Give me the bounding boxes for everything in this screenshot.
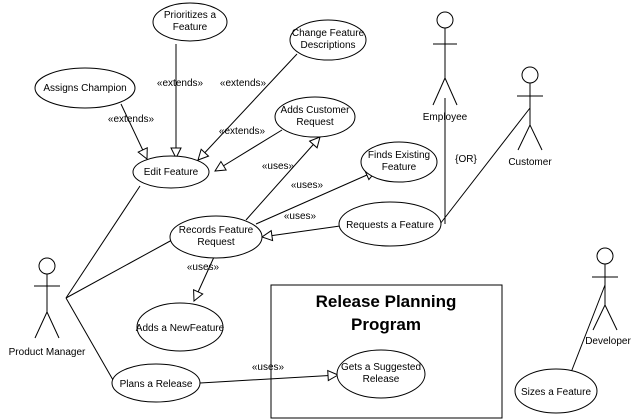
use-case-records-feature-request[interactable]: Records Feature Request [169,215,263,259]
svg-text:Descriptions: Descriptions [300,40,355,51]
dep-records-finds [255,171,376,225]
dependencies [120,44,376,384]
svg-text:Feature: Feature [173,22,208,33]
dep-records-adds-new [194,256,215,301]
svg-text:Change Feature: Change Feature [292,28,365,39]
system-title-line2: Program [351,315,421,334]
use-case-plans-release[interactable]: Plans a Release [111,363,201,403]
actor-customer-label: Customer [508,157,552,168]
dep-assigns-edit [120,103,147,159]
use-case-adds-customer-request[interactable]: Adds Customer Request [274,96,356,138]
svg-text:Sizes a Feature: Sizes a Feature [521,387,591,398]
svg-text:Feature: Feature [382,162,417,173]
label-extends-assigns: «extends» [108,114,155,125]
use-case-edit-feature[interactable]: Edit Feature [132,155,210,189]
svg-text:Assigns Champion: Assigns Champion [43,83,126,94]
use-case-prioritizes[interactable]: Prioritizes a Feature [152,2,228,42]
use-case-finds-existing-feature[interactable]: Finds Existing Feature [360,141,438,183]
dep-plans-gets [199,375,338,384]
assoc-pm-records [65,239,173,299]
label-or-constraint: {OR} [455,154,477,165]
actor-product-manager-label: Product Manager [9,347,86,358]
use-case-requests-feature[interactable]: Requests a Feature [338,201,442,247]
label-extends-adds-customer: «extends» [219,126,266,137]
svg-text:Edit Feature: Edit Feature [144,167,199,178]
svg-text:Request: Request [296,117,333,128]
assoc-pm-edit [65,185,141,299]
use-case-change-descriptions[interactable]: Change Feature Descriptions [289,19,367,61]
dep-requests-records [262,225,341,237]
dep-records-adds-customer [245,137,320,221]
svg-text:Request: Request [197,237,234,248]
label-extends-change: «extends» [220,78,267,89]
actor-customer[interactable] [517,66,543,151]
label-extends-prioritizes: «extends» [157,78,204,89]
svg-text:Adds Customer: Adds Customer [281,105,351,116]
assoc-pm-plans [65,297,114,381]
dep-adds-customer-edit [215,129,283,171]
label-uses-adds-customer: «uses» [262,161,295,172]
actor-employee-label: Employee [423,112,468,123]
dep-change-edit [198,53,298,160]
assoc-customer-requests [439,107,531,225]
system-title-line1: Release Planning [316,292,457,311]
actor-developer[interactable] [592,247,618,331]
svg-text:Gets a Suggested: Gets a Suggested [341,362,421,373]
label-uses-adds-new: «uses» [187,262,220,273]
label-uses-gets: «uses» [252,362,285,373]
associations [65,98,606,381]
use-case-adds-new-feature[interactable]: Adds a NewFeature [136,302,225,352]
actor-product-manager[interactable] [34,257,60,339]
svg-text:Records Feature: Records Feature [179,225,254,236]
svg-text:Plans a Release: Plans a Release [120,379,193,390]
label-uses-finds: «uses» [291,180,324,191]
svg-text:Finds Existing: Finds Existing [368,150,430,161]
use-case-assigns-champion[interactable]: Assigns Champion [34,67,136,109]
actor-developer-label: Developer [585,336,631,347]
relationship-labels: «extends» «extends» «extends» «extends» … [108,78,478,373]
svg-text:Release: Release [363,374,400,385]
svg-text:Requests a Feature: Requests a Feature [346,220,434,231]
svg-text:Adds a NewFeature: Adds a NewFeature [136,323,225,334]
system-boundary: Release Planning Program [270,284,503,419]
label-uses-requests: «uses» [284,211,317,222]
actor-employee[interactable] [432,11,458,106]
use-case-sizes-feature[interactable]: Sizes a Feature [514,368,598,414]
svg-text:Prioritizes a: Prioritizes a [164,10,217,21]
assoc-developer-sizes [569,284,606,376]
use-case-gets-suggested-release[interactable]: Gets a Suggested Release [336,349,426,399]
